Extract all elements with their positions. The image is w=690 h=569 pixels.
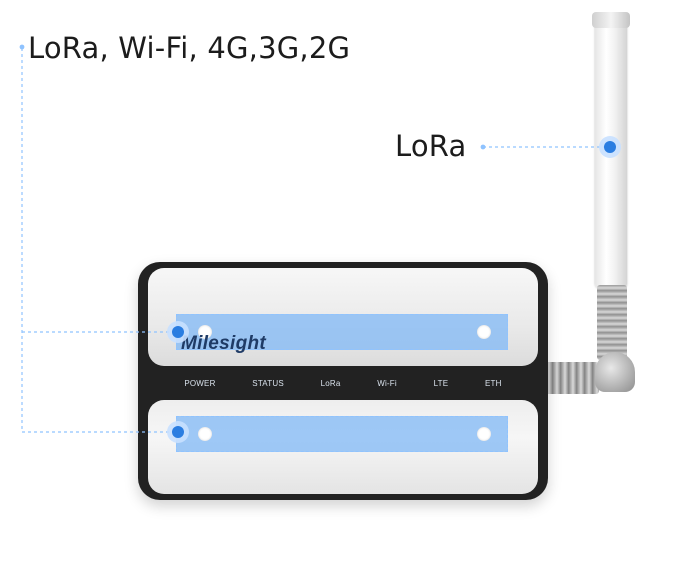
antenna-elbow: [595, 352, 635, 392]
indicator-eth: ETH: [484, 378, 502, 388]
indicator-bar: POWER STATUS LoRa Wi-Fi LTE ETH: [148, 366, 538, 400]
brand-logo: Milesight: [181, 333, 267, 354]
screw-hole: [477, 427, 491, 441]
screw-hole: [477, 325, 491, 339]
marker-antenna: [599, 136, 621, 158]
indicator-lte: LTE: [433, 378, 449, 388]
internal-antenna-band-bottom: [176, 416, 508, 452]
indicator-power: POWER: [184, 378, 216, 388]
antenna-cap: [592, 12, 630, 28]
indicator-status: STATUS: [252, 378, 284, 388]
marker-bottom: [167, 421, 189, 443]
antenna-hinge: [597, 285, 627, 360]
antenna-connector: [545, 362, 599, 394]
marker-top: [167, 321, 189, 343]
leader-line-main: [21, 48, 176, 433]
internal-antenna-band-top: [176, 314, 508, 350]
indicator-wifi: Wi-Fi: [377, 378, 397, 388]
callout-antenna-label: LoRa: [395, 129, 467, 163]
callout-main-label: LoRa, Wi-Fi, 4G,3G,2G: [28, 31, 351, 65]
leader-start-dot: [19, 44, 25, 50]
leader-start-dot: [480, 144, 486, 150]
screw-hole: [198, 427, 212, 441]
screw-hole: [198, 325, 212, 339]
indicator-lora: LoRa: [320, 378, 341, 388]
